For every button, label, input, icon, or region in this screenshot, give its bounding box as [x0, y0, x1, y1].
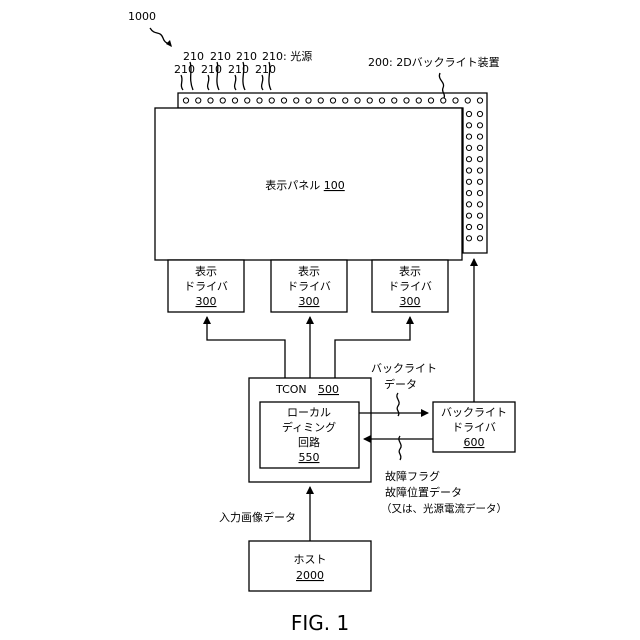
light-source-icon	[428, 98, 433, 103]
light-source-icon	[318, 98, 323, 103]
display-driver-2-line2: ドライバ	[287, 280, 331, 293]
dimming-line1: ローカル	[287, 406, 331, 419]
light-source-icon	[466, 145, 471, 150]
source-ref-label-with-name: 210: 光源	[262, 49, 312, 63]
light-source-icon	[466, 236, 471, 241]
figure-ref-1000: 1000	[128, 10, 156, 23]
light-source-icon	[477, 179, 482, 184]
tcon-label: TCON	[275, 383, 307, 396]
source-leader-line	[235, 75, 236, 90]
light-source-icon	[404, 98, 409, 103]
light-source-icon	[466, 111, 471, 116]
light-source-icon	[466, 202, 471, 207]
source-leader-line	[208, 75, 209, 90]
light-source-icon	[196, 98, 201, 103]
source-ref-label: 210	[210, 50, 231, 63]
light-source-icon	[208, 98, 213, 103]
backlight-data-label-line2: データ	[384, 377, 417, 391]
display-driver-1-line1: 表示	[195, 264, 217, 278]
light-source-icon	[466, 134, 471, 139]
light-source-icon	[367, 98, 372, 103]
light-source-icon	[466, 213, 471, 218]
light-source-icon	[330, 98, 335, 103]
backlight-driver-line1: バックライト	[441, 406, 507, 419]
display-driver-2-ref: 300	[299, 295, 320, 308]
fault-label-line1: 故障フラグ	[385, 469, 440, 483]
light-source-icon	[281, 98, 286, 103]
light-source-icon	[392, 98, 397, 103]
light-source-icon	[477, 236, 482, 241]
light-source-icon	[294, 98, 299, 103]
input-image-data-label: 入力画像データ	[219, 510, 296, 524]
light-source-icon	[466, 157, 471, 162]
source-ref-label: 210	[183, 50, 204, 63]
source-ref-label: 210	[174, 63, 195, 76]
display-driver-3-ref: 300	[400, 295, 421, 308]
display-driver-2-line1: 表示	[298, 264, 320, 278]
host-label: ホスト	[294, 553, 327, 566]
light-source-icon	[441, 98, 446, 103]
light-source-icon	[269, 98, 274, 103]
light-source-icon	[466, 123, 471, 128]
light-source-icon	[220, 98, 225, 103]
figure-caption: FIG. 1	[291, 611, 349, 635]
light-source-icon	[466, 179, 471, 184]
light-source-icon	[477, 202, 482, 207]
light-source-icon	[477, 111, 482, 116]
light-source-icon	[477, 145, 482, 150]
light-source-icon	[343, 98, 348, 103]
light-source-icon	[306, 98, 311, 103]
ref-1000-arrowhead	[166, 40, 172, 47]
dimming-ref: 550	[299, 451, 320, 464]
display-panel-label: 表示パネル 100	[265, 178, 345, 192]
light-source-icon	[477, 224, 482, 229]
fault-label-line2: 故障位置データ	[385, 485, 462, 499]
dimming-line3: 回路	[298, 436, 320, 449]
light-source-icon	[416, 98, 421, 103]
host-block	[249, 541, 371, 591]
fault-label-line3: （又は、光源電流データ）	[381, 502, 507, 515]
tcon-ref: 500	[318, 383, 339, 396]
light-source-icon	[232, 98, 237, 103]
light-source-icon	[245, 98, 250, 103]
light-source-icon	[466, 168, 471, 173]
light-source-icon	[379, 98, 384, 103]
light-source-icon	[477, 134, 482, 139]
source-ref-label: 210	[255, 63, 276, 76]
light-source-icon	[477, 213, 482, 218]
light-source-icon	[257, 98, 262, 103]
light-source-icon	[477, 123, 482, 128]
backlight-label: 200: 2Dバックライト装置	[368, 56, 500, 69]
tcon-to-driver-1-arrow	[207, 317, 285, 378]
light-source-icon	[477, 157, 482, 162]
source-leader-line	[262, 75, 263, 90]
light-source-icon	[466, 224, 471, 229]
display-driver-3-line1: 表示	[399, 264, 421, 278]
backlight-driver-line2: ドライバ	[452, 421, 496, 434]
dimming-line2: ディミング	[282, 420, 336, 434]
host-ref: 2000	[296, 569, 324, 582]
light-source-icon	[465, 98, 470, 103]
display-driver-1-ref: 300	[196, 295, 217, 308]
light-source-icon	[453, 98, 458, 103]
display-driver-3-line2: ドライバ	[388, 280, 432, 293]
source-ref-label: 210	[236, 50, 257, 63]
light-source-icon	[466, 191, 471, 196]
light-source-icon	[477, 98, 482, 103]
source-ref-label: 210	[201, 63, 222, 76]
backlight-data-label-line1: バックライト	[371, 362, 437, 375]
light-source-icon	[477, 168, 482, 173]
source-leader-line	[181, 75, 183, 90]
light-source-icon	[355, 98, 360, 103]
backlight-driver-ref: 600	[464, 436, 485, 449]
light-source-icon	[183, 98, 188, 103]
source-ref-label: 210	[228, 63, 249, 76]
light-source-icon	[477, 191, 482, 196]
display-driver-1-line2: ドライバ	[184, 280, 228, 293]
